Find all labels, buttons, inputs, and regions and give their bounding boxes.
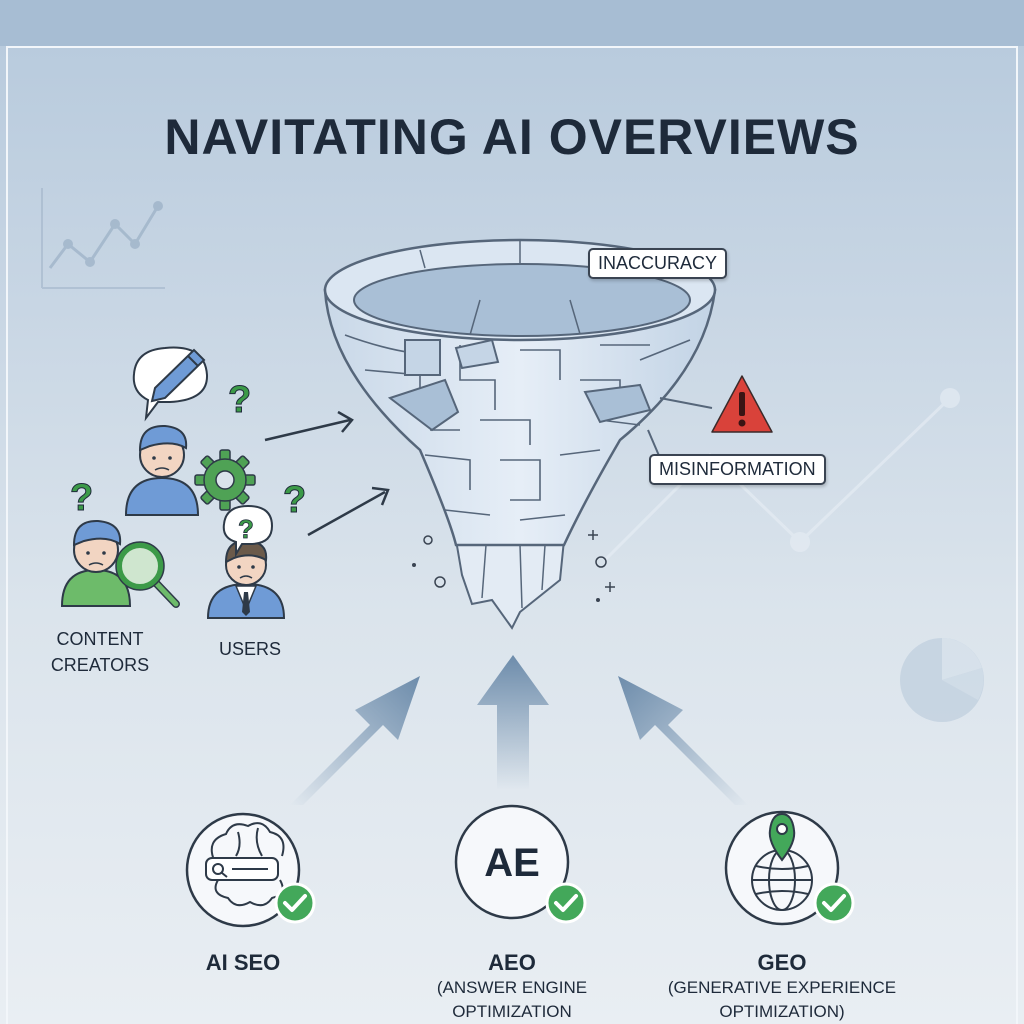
aeo-name: AEO xyxy=(488,950,536,975)
connector-line xyxy=(647,429,661,459)
content-creator-avatar xyxy=(124,424,200,516)
group-to-funnel-arrows xyxy=(264,410,390,537)
method-to-funnel-arrows xyxy=(290,655,748,805)
aeo-subtitle-line: (ANSWER ENGINE xyxy=(436,978,588,997)
aeo-logo-text: AE xyxy=(484,841,540,885)
user-avatar: ? xyxy=(206,504,286,619)
check-icon xyxy=(813,882,855,924)
connector-line xyxy=(659,397,713,409)
geo-badge xyxy=(724,810,840,926)
trend-line-decoration xyxy=(603,388,960,562)
funnel-graphic xyxy=(323,238,717,630)
globe-pin-icon xyxy=(751,812,813,911)
page-title: NAVITATING AI OVERVIEWS xyxy=(164,109,860,165)
aeo-badge: AE xyxy=(454,804,570,920)
pencil-speech-icon xyxy=(132,346,209,422)
content-creators-label: CONTENT CREATORS xyxy=(40,626,160,678)
geo-subtitle-line: (GENERATIVE EXPERIENCE xyxy=(667,978,897,997)
magnifier-icon xyxy=(115,541,180,608)
users-label: USERS xyxy=(218,639,281,659)
ai-seo-badge xyxy=(185,812,301,928)
content-creator-avatar xyxy=(60,519,132,607)
check-icon xyxy=(274,882,316,924)
svg-text:?: ? xyxy=(70,477,93,519)
geo-subtitle-line: OPTIMIZATION) xyxy=(719,1002,845,1021)
svg-text:?: ? xyxy=(283,479,306,521)
content-creators-label-line: CREATORS xyxy=(50,655,150,675)
aeo-subtitle-line: OPTIMIZATION xyxy=(452,1002,572,1021)
ai-seo-name: AI SEO xyxy=(205,950,281,975)
content-creators-label-line: CONTENT xyxy=(56,629,144,649)
line-chart-icon xyxy=(41,188,165,289)
ai-seo-label: AI SEO xyxy=(143,950,343,976)
check-icon xyxy=(545,882,587,924)
inaccuracy-tag: INACCURACY xyxy=(588,248,728,279)
geo-name: GEO xyxy=(757,950,807,975)
svg-text:?: ? xyxy=(228,379,251,421)
aeo-label: AEO (ANSWER ENGINE OPTIMIZATION xyxy=(412,950,612,1024)
pie-chart-icon xyxy=(900,638,984,722)
gear-icon xyxy=(194,449,256,511)
misinformation-tag: MISINFORMATION xyxy=(649,454,826,485)
question-icon: ? ? ? xyxy=(70,379,307,522)
geo-label: GEO (GENERATIVE EXPERIENCE OPTIMIZATION) xyxy=(662,950,902,1024)
poster-frame xyxy=(6,46,1018,1024)
warning-icon xyxy=(711,375,773,433)
svg-text:?: ? xyxy=(238,514,254,544)
top-band xyxy=(0,0,1024,46)
